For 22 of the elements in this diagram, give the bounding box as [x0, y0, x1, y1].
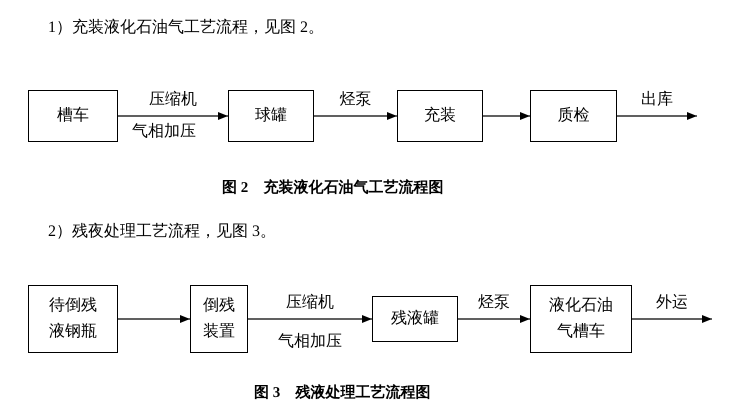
process-note: 气相加压 [132, 122, 196, 142]
process-note: 气相加压 [278, 332, 342, 352]
heading-text: 2）残夜处理工艺流程，见图 3。 [48, 222, 276, 242]
arrow [458, 315, 530, 323]
arrow [118, 315, 190, 323]
heading-text: 1）充装液化石油气工艺流程，见图 2。 [48, 18, 324, 38]
arrow [118, 112, 228, 120]
figure-caption: 图 3 残液处理工艺流程图 [254, 383, 430, 403]
arrow [314, 112, 397, 120]
process-box: 待倒残液钢瓶 [28, 285, 118, 353]
arrow [632, 315, 712, 323]
arrow [248, 315, 372, 323]
process-box: 质检 [530, 90, 617, 142]
figure-caption: 图 2 充装液化石油气工艺流程图 [222, 178, 444, 198]
arrow [483, 112, 530, 120]
process-box: 充装 [397, 90, 483, 142]
process-box: 残液罐 [372, 296, 458, 342]
process-box: 槽车 [28, 90, 118, 142]
process-box: 液化石油气槽车 [530, 285, 632, 353]
process-box: 球罐 [228, 90, 314, 142]
arrow [617, 112, 697, 120]
process-box: 倒残装置 [190, 285, 248, 353]
